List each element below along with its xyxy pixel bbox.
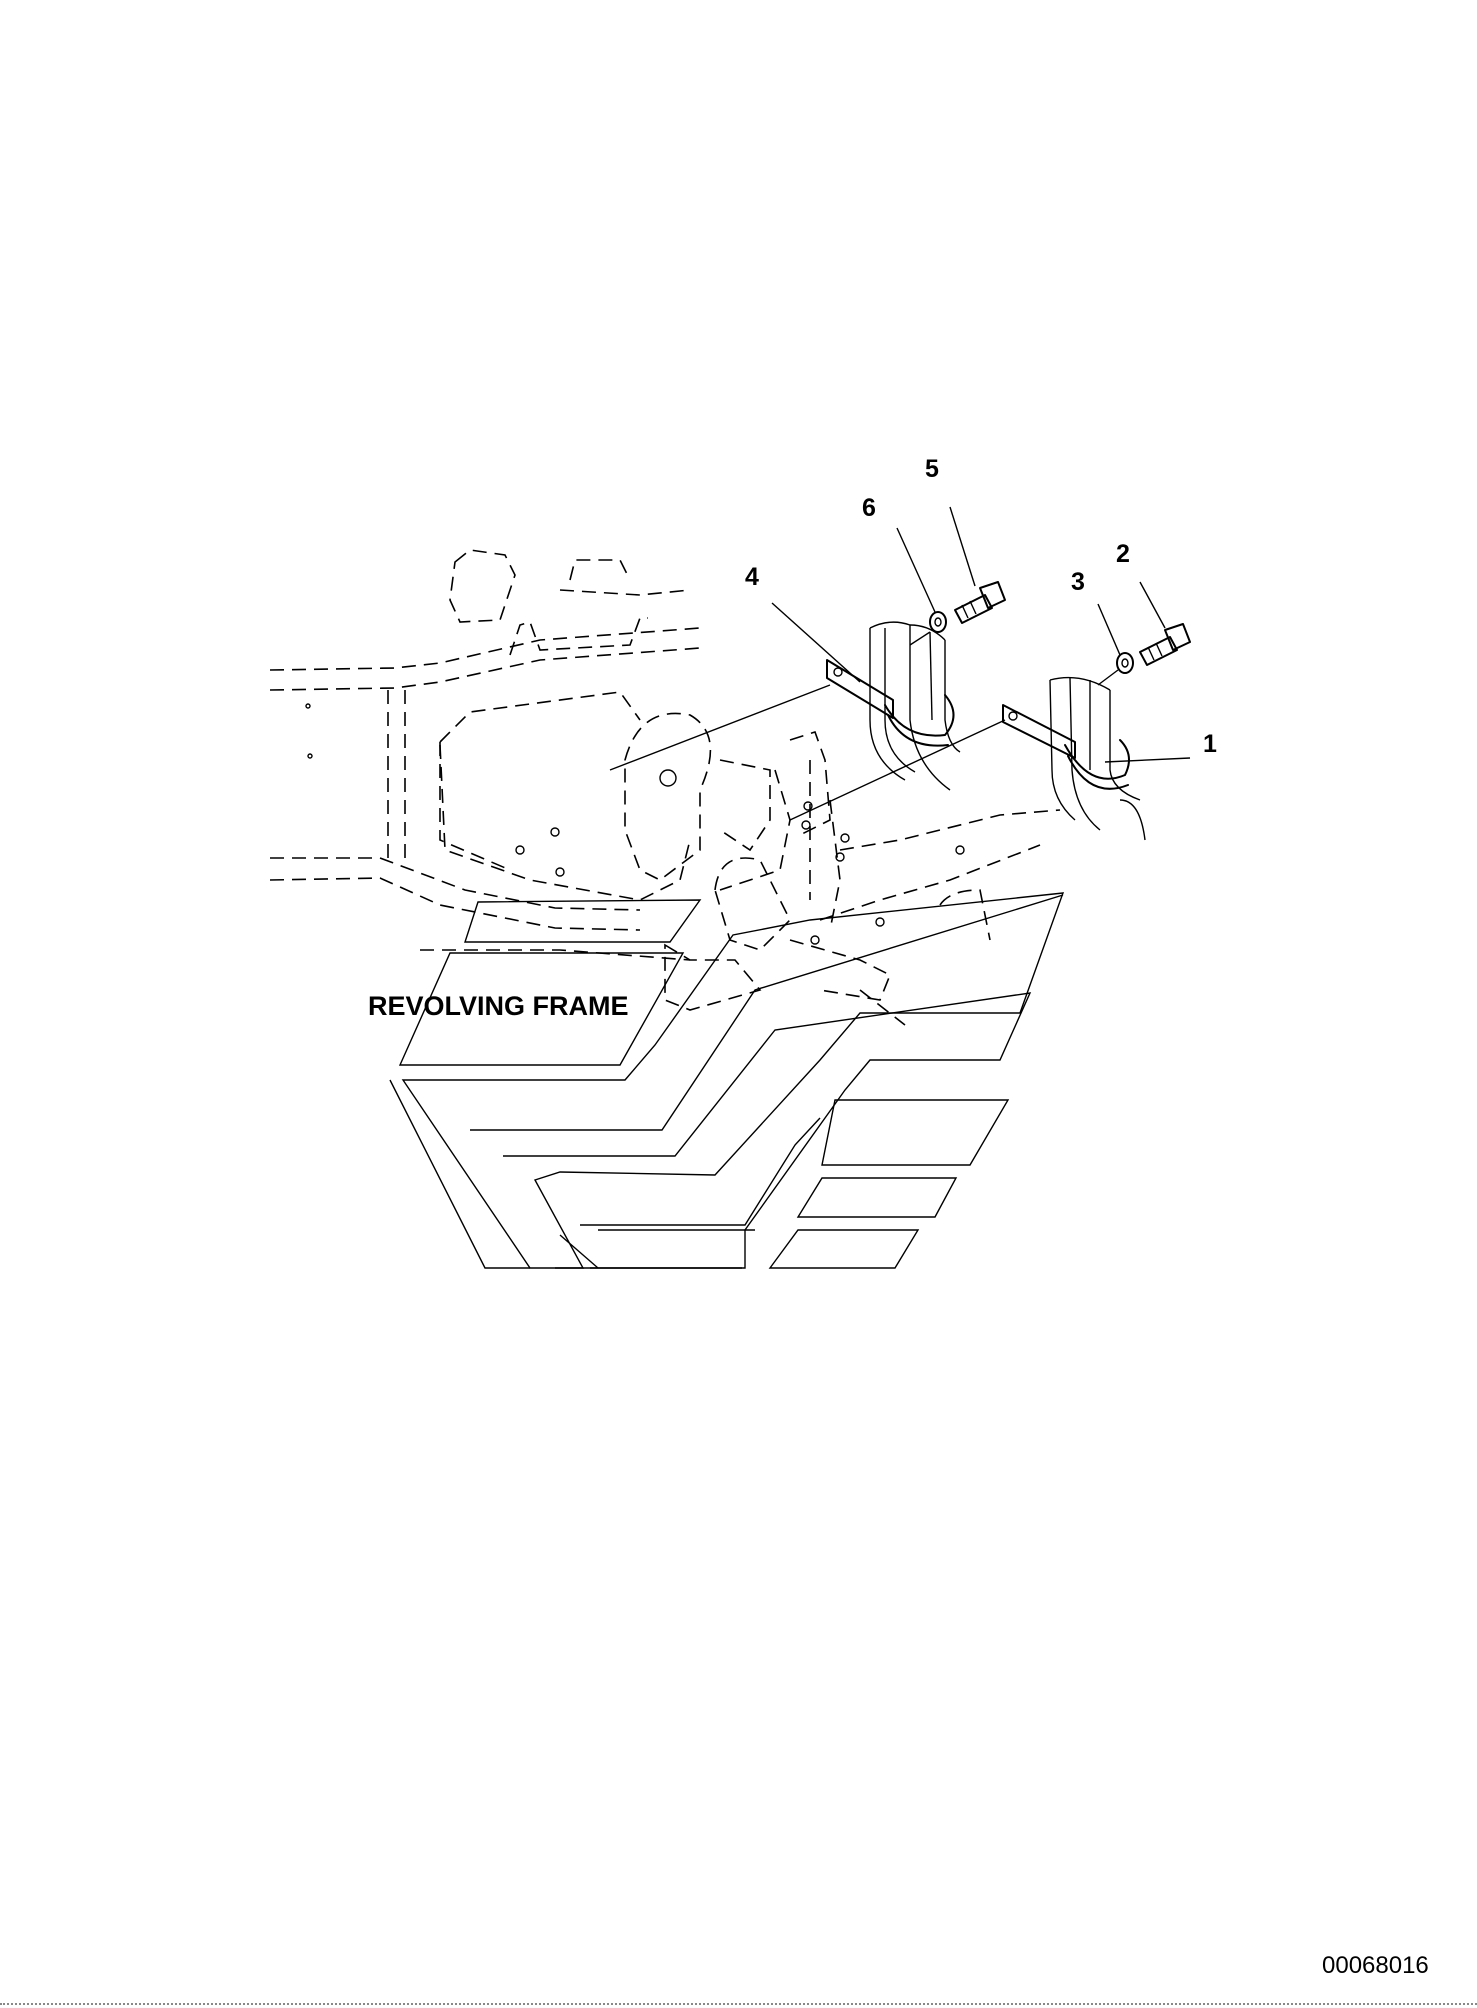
washer-6 [929,611,947,633]
clamp-1 [1002,704,1130,790]
assembly-lines [609,631,1119,821]
bolt-5 [954,581,1006,624]
frame-outline [269,549,701,961]
hose-left [869,621,961,791]
frame-label: REVOLVING FRAME [368,991,629,1021]
callout-2: 2 [1116,540,1130,568]
bolt-2 [1139,623,1191,666]
hose-right [1049,676,1146,841]
engine-mount [305,703,1061,1026]
leader-lines [771,506,1191,763]
clamp-4 [826,659,955,747]
washer-3 [1116,652,1134,674]
callout-4: 4 [745,563,759,591]
callout-3: 3 [1071,568,1085,596]
callout-1: 1 [1203,730,1217,758]
callout-6: 6 [862,494,876,522]
background-shapes [389,892,1065,1269]
callouts: 4 6 5 3 2 1 [745,455,1217,758]
drawing-number: 00068016 [1322,1952,1429,1979]
callout-5: 5 [925,455,939,483]
page-bottom-rule [0,2003,1477,2005]
